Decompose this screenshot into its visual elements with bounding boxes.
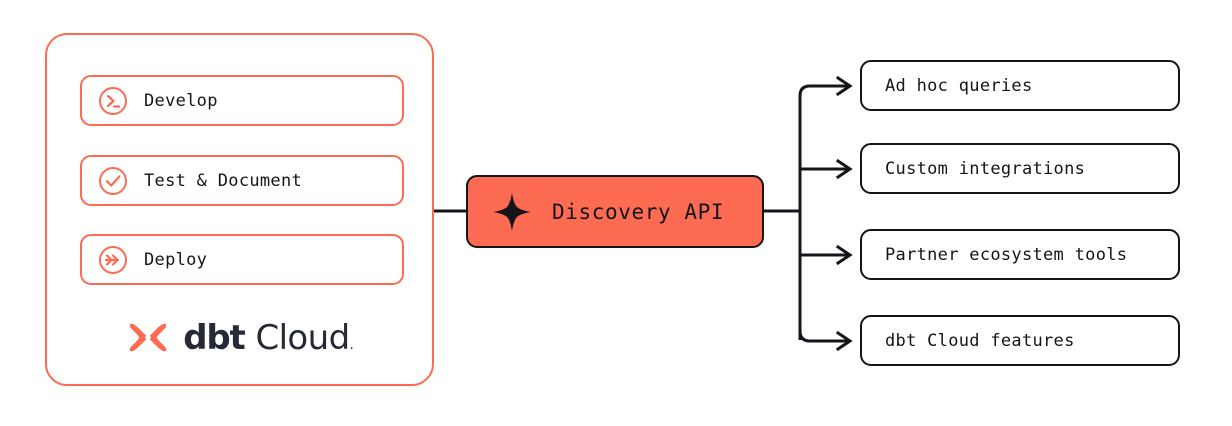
- arrowhead-ad-hoc-queries: [835, 75, 853, 97]
- consumer-label: Custom integrations: [885, 158, 1086, 179]
- check-circle-icon: [99, 166, 127, 195]
- arrowhead-partner-ecosystem-tools: [835, 244, 853, 266]
- consumer-label: Partner ecosystem tools: [885, 244, 1128, 265]
- consumer-dbt-cloud-features[interactable]: dbt Cloud features: [860, 315, 1180, 366]
- edge-to-ad-hoc-queries: [798, 84, 848, 98]
- stage-test-and-document[interactable]: Test & Document: [80, 155, 404, 206]
- dbt-cloud-wordmark: dbt Cloud.: [183, 321, 353, 355]
- stage-label: Test & Document: [144, 170, 303, 191]
- double-chevron-right-icon: [99, 245, 127, 274]
- wordmark-dbt: dbt: [183, 318, 246, 358]
- consumer-ad-hoc-queries[interactable]: Ad hoc queries: [860, 60, 1180, 111]
- stage-develop[interactable]: Develop: [80, 75, 404, 126]
- edge-to-dbt-cloud-features: [798, 330, 848, 343]
- dbt-cloud-logo: dbt Cloud.: [47, 307, 432, 369]
- dbt-cloud-panel: Develop Test & Document Deploy dbt: [45, 33, 434, 386]
- consumer-custom-integrations[interactable]: Custom integrations: [860, 143, 1180, 194]
- dbt-x-mark-icon: [129, 323, 167, 352]
- wordmark-trademark: .: [349, 338, 354, 353]
- consumer-label: dbt Cloud features: [885, 330, 1075, 351]
- consumer-partner-ecosystem-tools[interactable]: Partner ecosystem tools: [860, 229, 1180, 280]
- stage-label: Develop: [144, 90, 218, 111]
- wordmark-cloud: Cloud: [255, 318, 350, 358]
- sparkle-star-icon: [493, 192, 531, 231]
- discovery-api-node[interactable]: Discovery API: [466, 175, 764, 248]
- discovery-api-label: Discovery API: [552, 199, 725, 224]
- arrowhead-dbt-cloud-features: [835, 330, 853, 352]
- consumer-label: Ad hoc queries: [885, 75, 1033, 96]
- arrowhead-custom-integrations: [835, 158, 853, 180]
- terminal-prompt-icon: [99, 86, 127, 115]
- stage-label: Deploy: [144, 249, 208, 270]
- stage-deploy[interactable]: Deploy: [80, 234, 404, 285]
